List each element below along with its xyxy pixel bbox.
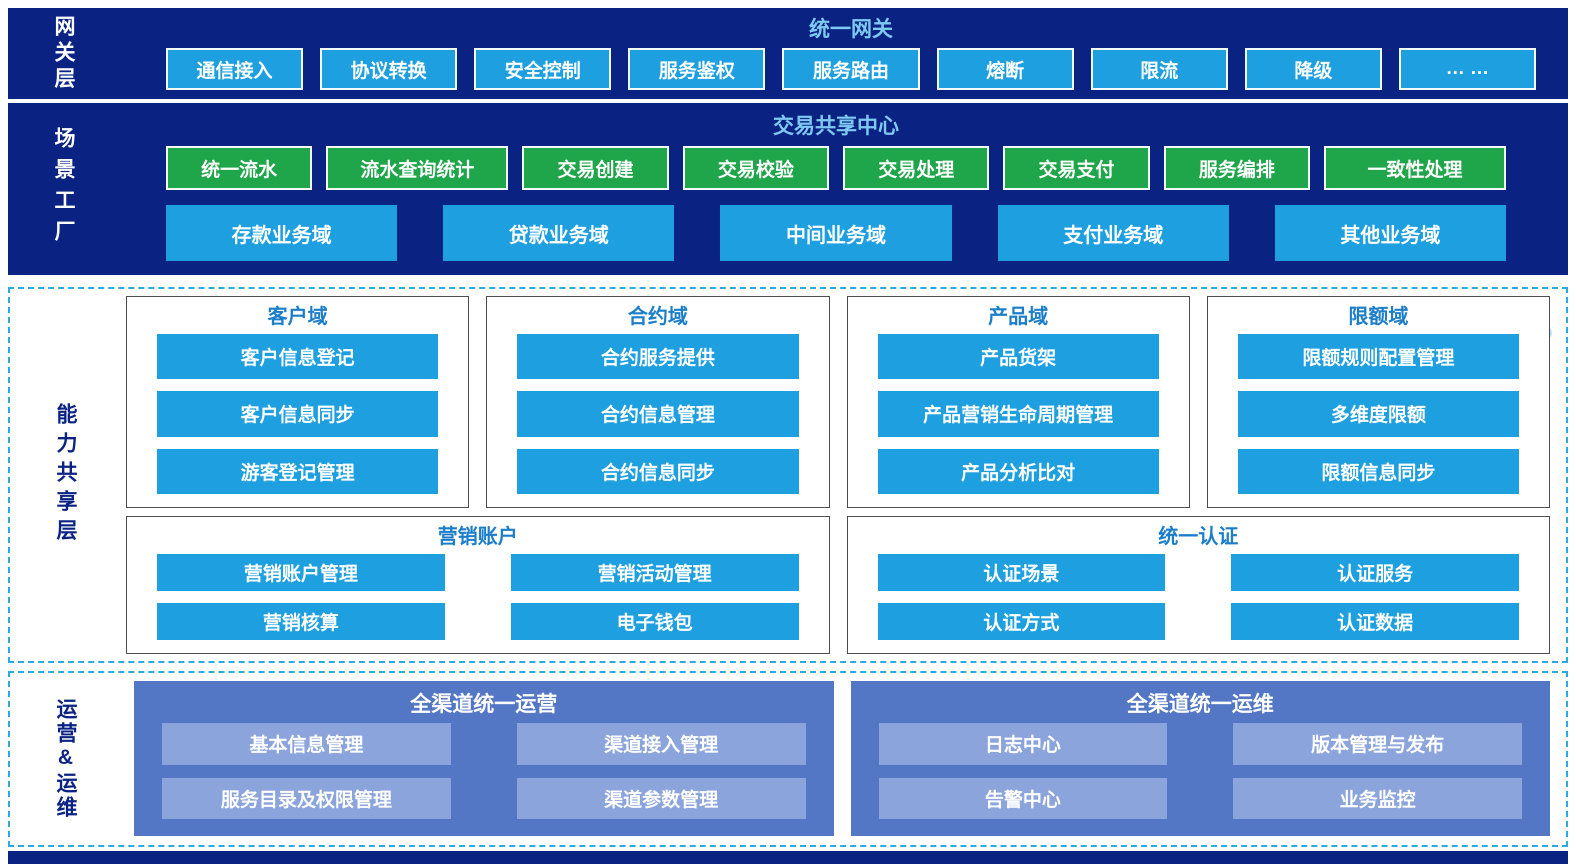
capability-chip: 产品营销生命周期管理: [877, 391, 1159, 437]
group-box-quota-domain: 限额域 限额规则配置管理 多维度限额 限额信息同步: [1206, 296, 1550, 508]
capability-groups-row2: 营销账户 营销账户管理 营销活动管理 营销核算 电子钱包 统一认证 认证场景 认…: [126, 516, 1550, 654]
gateway-chip: 降级: [1244, 48, 1382, 90]
gateway-chip-ellipsis: … …: [1398, 48, 1536, 90]
ops-chip: 告警中心: [878, 777, 1168, 819]
business-domain-chip: 贷款业务域: [443, 205, 675, 261]
capability-sharing-band: 能力共享层: [8, 287, 1568, 663]
ops-box-unified-operation: 全渠道统一运营 基本信息管理 渠道接入管理 服务目录及权限管理 渠道参数管理: [134, 681, 834, 836]
capability-chip: 客户信息同步: [157, 391, 439, 437]
gateway-chip: 服务路由: [782, 48, 920, 90]
scenario-title: 交易共享中心: [773, 115, 899, 138]
service-chip: 服务编排: [1163, 146, 1311, 190]
operations-layer-label: 运营&运维: [54, 698, 77, 820]
group-title: 限额域: [1348, 306, 1409, 328]
gateway-chip: 服务鉴权: [628, 48, 766, 90]
group-title: 客户域: [267, 306, 328, 328]
group-box-unified-auth: 统一认证 认证场景 认证服务 认证方式 认证数据: [846, 516, 1550, 654]
capability-chip: 认证数据: [1231, 603, 1519, 640]
business-domain-chip: 存款业务域: [166, 205, 398, 261]
group-items: 认证场景 认证服务 认证方式 认证数据: [877, 554, 1519, 640]
capability-chip: 营销账户管理: [157, 554, 445, 591]
ops-chip: 日志中心: [878, 723, 1168, 765]
ops-chip: 渠道接入管理: [516, 723, 806, 765]
scenario-layer-label-col: 场景工厂: [8, 103, 118, 275]
ops-chip: 基本信息管理: [162, 723, 451, 765]
gateway-chip: 熔断: [936, 48, 1074, 90]
gateway-layer-label-col: 网关层: [8, 8, 118, 99]
scenario-domains-row: 存款业务域 贷款业务域 中间业务域 支付业务域 其他业务域: [166, 205, 1507, 261]
capability-chip: 认证服务: [1231, 554, 1519, 591]
capability-chip: 多维度限额: [1237, 391, 1519, 437]
capability-chip: 认证方式: [877, 603, 1166, 640]
service-chip: 交易处理: [843, 146, 990, 190]
gateway-chip: 通信接入: [166, 48, 304, 90]
group-box-contract-domain: 合约域 合约服务提供 合约信息管理 合约信息同步: [486, 296, 830, 508]
capability-chip: 营销核算: [157, 603, 445, 640]
business-domain-chip: 支付业务域: [997, 205, 1229, 261]
capability-chip: 合约服务提供: [517, 334, 799, 380]
gateway-items-row: 通信接入 协议转换 安全控制 服务鉴权 服务路由 熔断 限流 降级 … …: [166, 48, 1536, 90]
gateway-chip: 限流: [1090, 48, 1228, 90]
capability-chip: 限额规则配置管理: [1237, 334, 1519, 380]
capability-chip: 客户信息登记: [157, 334, 439, 380]
group-box-product-domain: 产品域 产品货架 产品营销生命周期管理 产品分析比对: [846, 296, 1190, 508]
capability-chip: 合约信息管理: [517, 391, 799, 437]
group-title: 营销账户: [437, 526, 518, 548]
capability-chip: 电子钱包: [510, 603, 799, 640]
group-items: 营销账户管理 营销活动管理 营销核算 电子钱包: [157, 554, 799, 640]
gateway-content: 统一网关 通信接入 协议转换 安全控制 服务鉴权 服务路由 熔断 限流 降级 ……: [118, 8, 1568, 99]
operations-band: 运营&运维 全渠道统一运营 基本信息管理 渠道接入管理 服务目录及权限管理 渠道…: [8, 671, 1568, 847]
service-chip: 流水查询统计: [326, 146, 509, 190]
ops-chip: 版本管理与发布: [1233, 723, 1522, 765]
capability-groups-row1: 客户域 客户信息登记 客户信息同步 游客登记管理 合约域 合约服务提供 合约信息…: [126, 296, 1550, 508]
bottom-accent-bar: [8, 851, 1568, 864]
scenario-services-row: 统一流水 流水查询统计 交易创建 交易校验 交易处理 交易支付 服务编排 一致性…: [166, 146, 1507, 190]
ops-items: 日志中心 版本管理与发布 告警中心 业务监控: [878, 723, 1522, 819]
business-domain-chip: 中间业务域: [720, 205, 952, 261]
service-chip: 交易支付: [1003, 146, 1150, 190]
capability-chip: 限额信息同步: [1237, 448, 1519, 494]
group-items: 限额规则配置管理 多维度限额 限额信息同步: [1237, 334, 1519, 494]
group-box-marketing-account: 营销账户 营销账户管理 营销活动管理 营销核算 电子钱包: [126, 516, 830, 654]
scenario-content: 交易共享中心 统一流水 流水查询统计 交易创建 交易校验 交易处理 交易支付 服…: [118, 103, 1568, 275]
capability-layer-label-col: 能力共享层: [10, 289, 120, 661]
ops-items: 基本信息管理 渠道接入管理 服务目录及权限管理 渠道参数管理: [162, 723, 806, 819]
service-chip: 一致性处理: [1324, 146, 1507, 190]
operations-content: 全渠道统一运营 基本信息管理 渠道接入管理 服务目录及权限管理 渠道参数管理 全…: [120, 673, 1566, 845]
gateway-layer-label: 网关层: [52, 14, 75, 93]
service-chip: 交易校验: [682, 146, 830, 190]
ops-box-title: 全渠道统一运维: [1126, 693, 1274, 716]
group-title: 产品域: [988, 306, 1049, 328]
capability-chip: 营销活动管理: [510, 554, 799, 591]
group-title: 统一认证: [1158, 526, 1239, 548]
gateway-chip: 协议转换: [320, 48, 458, 90]
group-box-customer-domain: 客户域 客户信息登记 客户信息同步 游客登记管理: [126, 296, 470, 508]
ops-box-title: 全渠道统一运营: [410, 693, 558, 716]
capability-chip: 产品货架: [877, 334, 1159, 380]
capability-chip: 游客登记管理: [157, 448, 439, 494]
operations-layer-label-col: 运营&运维: [10, 673, 120, 845]
capability-chip: 合约信息同步: [517, 448, 799, 494]
scenario-factory-band: 场景工厂 交易共享中心 统一流水 流水查询统计 交易创建 交易校验 交易处理 交…: [8, 103, 1568, 275]
group-title: 合约域: [627, 306, 688, 328]
group-items: 合约服务提供 合约信息管理 合约信息同步: [517, 334, 799, 494]
ops-chip: 渠道参数管理: [516, 777, 806, 819]
ops-box-unified-maintenance: 全渠道统一运维 日志中心 版本管理与发布 告警中心 业务监控: [850, 681, 1550, 836]
service-chip: 统一流水: [166, 146, 313, 190]
business-domain-chip: 其他业务域: [1274, 205, 1507, 261]
scenario-layer-label: 场景工厂: [52, 127, 75, 251]
gateway-layer-band: 网关层 统一网关 通信接入 协议转换 安全控制 服务鉴权 服务路由 熔断 限流 …: [8, 8, 1568, 99]
ops-chip: 服务目录及权限管理: [162, 777, 451, 819]
capability-chip: 产品分析比对: [877, 448, 1159, 494]
capability-content: 客户域 客户信息登记 客户信息同步 游客登记管理 合约域 合约服务提供 合约信息…: [120, 289, 1566, 661]
ops-chip: 业务监控: [1233, 777, 1522, 819]
service-chip: 交易创建: [522, 146, 669, 190]
group-items: 客户信息登记 客户信息同步 游客登记管理: [157, 334, 439, 494]
capability-layer-label: 能力共享层: [54, 402, 77, 548]
capability-chip: 认证场景: [877, 554, 1166, 591]
gateway-title: 统一网关: [809, 18, 893, 41]
group-items: 产品货架 产品营销生命周期管理 产品分析比对: [877, 334, 1159, 494]
gateway-chip: 安全控制: [474, 48, 612, 90]
